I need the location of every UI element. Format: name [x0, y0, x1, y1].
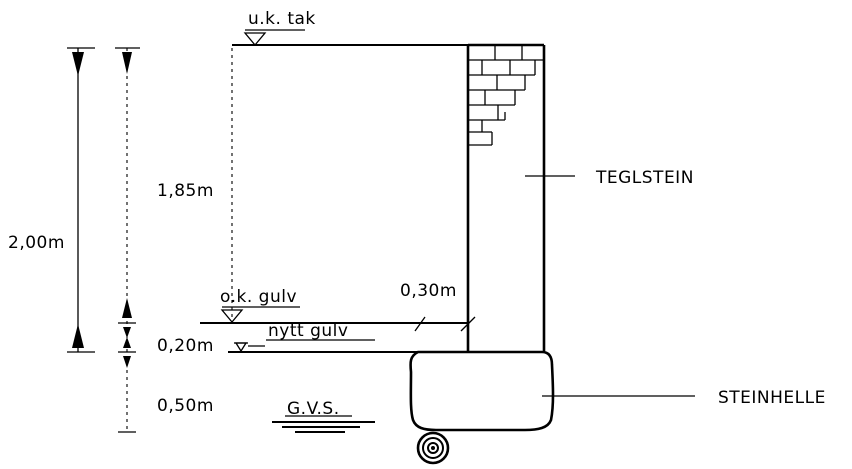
- triangle-level-icon: [243, 32, 267, 47]
- new-floor-label: nytt gulv: [268, 321, 348, 341]
- new-floor-level: nytt gulv: [228, 321, 468, 353]
- triangle-level-icon: [234, 342, 248, 353]
- floor-level: o.k. gulv 0,30m: [200, 281, 476, 332]
- arrow-down-icon: [72, 324, 84, 348]
- arrow-up-icon: [122, 52, 132, 74]
- dim-tick-left: [414, 316, 426, 332]
- teglstein-label: TEGLSTEIN: [595, 168, 694, 188]
- steinhelle-outline: [409, 350, 555, 432]
- floor-step-label: 0,20m: [157, 336, 214, 356]
- floor-label: o.k. gulv: [220, 287, 297, 307]
- stone-slab: STEINHELLE: [409, 350, 826, 465]
- dim-total-height: 2,00m: [8, 47, 95, 353]
- ceiling-level: u.k. tak: [232, 9, 468, 47]
- dim-tick-right: [460, 316, 476, 332]
- brick-hatch: [468, 45, 544, 146]
- brick-wall: TEGLSTEIN: [466, 43, 694, 352]
- arrow-down-icon: [123, 337, 131, 348]
- arrow-up-icon: [72, 52, 84, 76]
- upper-height-label: 1,85m: [157, 181, 214, 201]
- ceiling-label: u.k. tak: [248, 9, 316, 29]
- groundwater-level: G.V.S.: [272, 399, 375, 433]
- spiral-rock-icon: [416, 431, 450, 465]
- total-height-label: 2,00m: [8, 233, 65, 253]
- dim-inner-heights: 1,85m 0,20m 0,50m: [115, 47, 214, 433]
- lower-depth-label: 0,50m: [157, 396, 214, 416]
- arrow-down-icon: [122, 298, 132, 318]
- wall-thickness-label: 0,30m: [400, 281, 457, 301]
- arrow-up-icon: [123, 356, 131, 368]
- steinhelle-label: STEINHELLE: [718, 388, 826, 408]
- arrow-up-icon: [123, 327, 131, 338]
- gvs-label: G.V.S.: [287, 399, 340, 419]
